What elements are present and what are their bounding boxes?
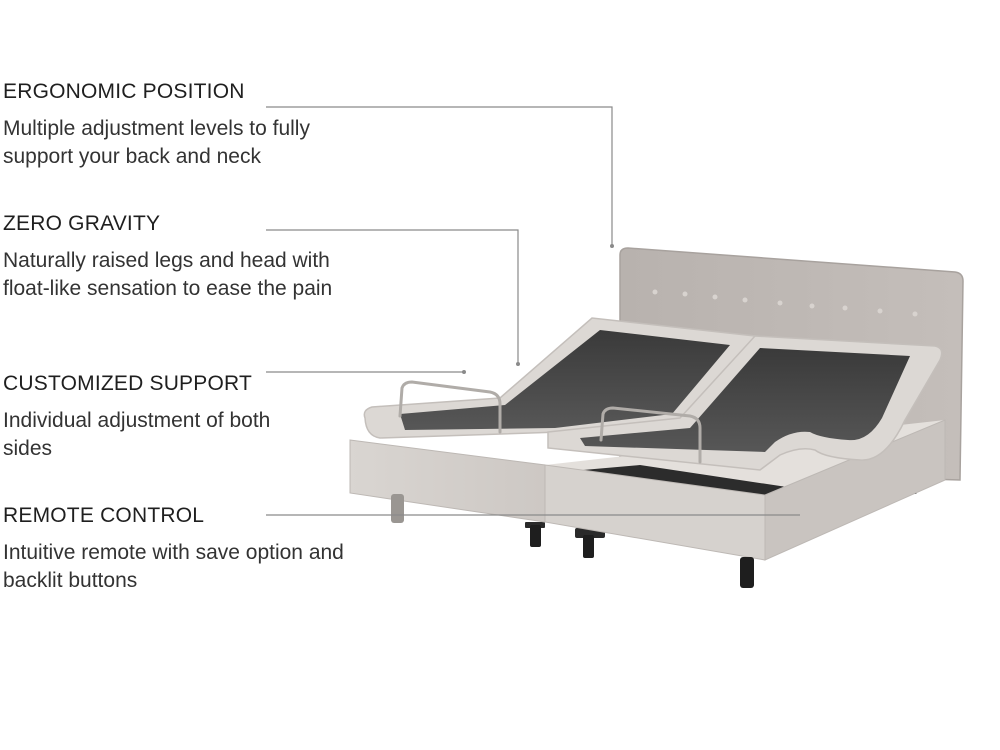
feature-title: ZERO GRAVITY: [3, 212, 161, 235]
feature-title: REMOTE CONTROL: [3, 504, 205, 527]
feature-description: Multiple adjustment levels to fully supp…: [3, 117, 310, 168]
bed-side-rails: [398, 380, 702, 464]
bed-platform-right: [547, 335, 943, 471]
feature-zero-gravity: ZERO GRAVITY Naturally raised legs and h…: [3, 211, 348, 303]
feature-title: ERGONOMIC POSITION: [3, 80, 245, 103]
feature-remote-control: REMOTE CONTROL Intuitive remote with sav…: [3, 503, 353, 595]
bed-base-frame: [349, 419, 946, 561]
feature-description: Intuitive remote with save option and ba…: [3, 541, 344, 592]
feature-description: Individual adjustment of both sides: [3, 409, 271, 460]
feature-customized-support: CUSTOMIZED SUPPORT Individual adjustment…: [3, 371, 323, 463]
feature-ergonomic-position: ERGONOMIC POSITION Multiple adjustment l…: [3, 79, 373, 171]
feature-description: Naturally raised legs and head with floa…: [3, 249, 333, 300]
bed-legs-back: [525, 478, 917, 558]
bed-legs-front: [391, 494, 754, 588]
bed-platform-left: [363, 317, 757, 439]
feature-title: CUSTOMIZED SUPPORT: [3, 372, 253, 395]
headboard: [619, 247, 964, 481]
